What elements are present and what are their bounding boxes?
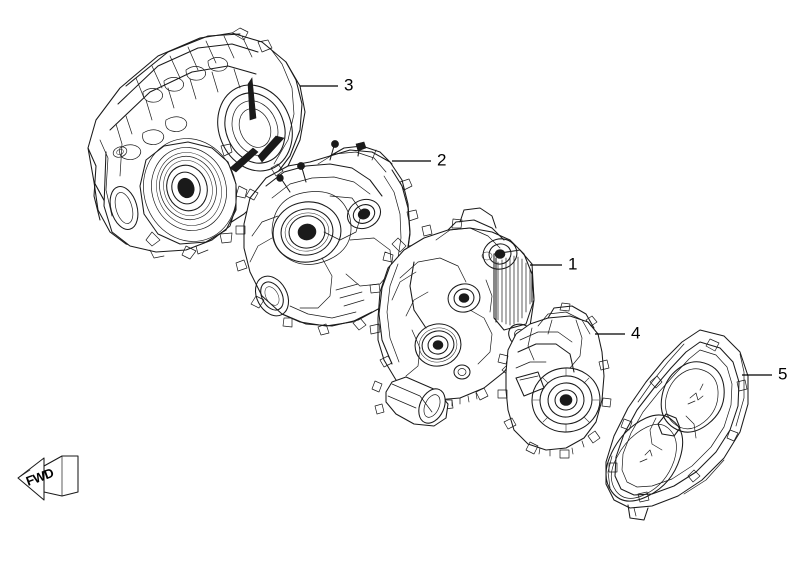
part-2-secondary-bore — [346, 198, 382, 230]
part-3-bearing-boss — [143, 138, 237, 242]
part-1-crankcase-right-half[interactable] — [369, 207, 540, 427]
part-1-mid-bore — [447, 283, 481, 313]
callout-4-number[interactable]: 4 — [631, 323, 640, 342]
forward-direction-arrow: FWD — [17, 455, 79, 501]
part-1-bolt-lugs — [369, 218, 516, 410]
part-1-main-bearing — [414, 323, 462, 367]
callout-1-number[interactable]: 1 — [568, 254, 577, 273]
part-1-starter-motor — [371, 376, 449, 427]
part-5-casting-marks — [639, 383, 704, 463]
part-4-transmission-gearbox-case[interactable] — [497, 302, 612, 459]
callout-3-number[interactable]: 3 — [344, 75, 353, 94]
part-2-main-bearing-bore — [272, 201, 342, 263]
part-5-lower-recess — [605, 414, 684, 502]
part-4-mounting-ears — [497, 353, 612, 459]
part-5-cvt-inner-cover[interactable] — [605, 329, 749, 521]
part-1-upper-bearing — [481, 238, 518, 270]
callout-2-number[interactable]: 2 — [437, 150, 446, 169]
callout-5-number[interactable]: 5 — [778, 364, 787, 383]
part-3-cvt-outer-cover[interactable] — [87, 27, 306, 260]
callout-layer: 3 2 1 4 5 — [300, 75, 787, 383]
part-5-upper-recess — [660, 361, 725, 433]
part-4-output-flange — [531, 367, 601, 433]
